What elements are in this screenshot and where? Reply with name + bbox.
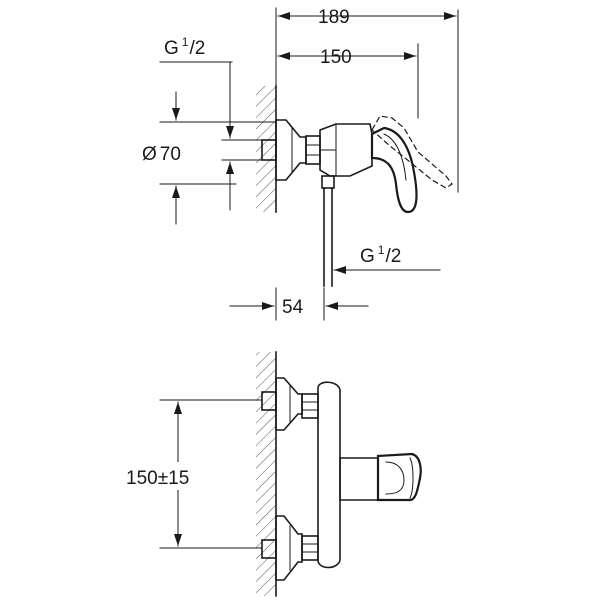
dim-189: 189 xyxy=(318,7,350,28)
hex-nut xyxy=(305,135,321,165)
handle xyxy=(370,126,418,214)
upper-nut xyxy=(301,393,319,419)
outlet-nozzle xyxy=(321,175,335,189)
front-lever xyxy=(376,452,422,502)
wall-hatch-bottom xyxy=(256,352,276,596)
dim-150: 150 xyxy=(320,47,352,68)
upper-escutcheon xyxy=(275,377,303,431)
dim-150-15: 150±15 xyxy=(126,468,189,489)
mixer-body xyxy=(319,123,373,177)
front-cartridge xyxy=(339,457,379,501)
escutcheon xyxy=(275,119,307,181)
lower-escutcheon xyxy=(275,515,303,581)
front-body xyxy=(317,381,341,569)
wall-hatch-top xyxy=(256,86,276,212)
dim-54: 54 xyxy=(282,297,304,318)
front-view: 150±15 xyxy=(122,351,422,597)
lower-nut xyxy=(301,535,319,561)
handle-open-position xyxy=(371,115,453,189)
